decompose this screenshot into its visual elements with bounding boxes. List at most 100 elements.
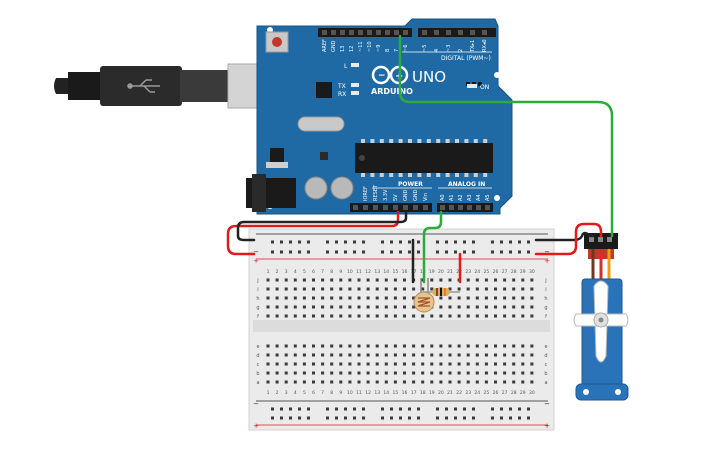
rail-hole [390, 250, 393, 254]
terminal-hole [412, 305, 416, 309]
column-number: 17 [411, 390, 417, 396]
rail-hole [390, 416, 393, 420]
rail-hole [326, 407, 329, 411]
wire-5v-red[interactable] [226, 210, 400, 256]
terminal-hole [448, 371, 452, 375]
terminal-hole [512, 362, 516, 366]
chip-pin [379, 139, 384, 143]
digital-pin-label: ~9 [376, 45, 382, 52]
column-number: 30 [529, 390, 535, 396]
terminal-hole [348, 314, 352, 318]
chip-pin [361, 173, 365, 177]
digital-pin-hole [403, 30, 408, 35]
terminal-hole [384, 380, 388, 384]
terminal-hole [494, 380, 497, 384]
servo-mount-tab [575, 383, 629, 401]
terminal-hole [503, 380, 507, 384]
power-pin-hole [413, 205, 418, 210]
wire-gnd-black[interactable] [236, 210, 408, 242]
row-letter: a [544, 380, 547, 386]
digital-pin-label: 4 [434, 49, 440, 52]
led-on-label: ON [480, 84, 489, 91]
terminal-hole [312, 362, 315, 366]
terminal-hole [430, 344, 434, 348]
terminal-hole [321, 296, 325, 300]
terminal-hole [384, 344, 388, 348]
rail-hole [381, 250, 384, 254]
breadboard[interactable]: 1122334455667788991010111112121313141415… [248, 228, 555, 431]
terminal-hole [330, 362, 334, 366]
chip-pin [417, 139, 422, 143]
led-tx-label: TX [337, 83, 346, 90]
terminal-hole [384, 296, 388, 300]
servo-motor[interactable] [573, 233, 629, 401]
wire-servo-5v-red[interactable] [534, 222, 603, 256]
rail-hole [381, 416, 384, 420]
terminal-hole [512, 371, 516, 375]
photoresistor[interactable] [413, 278, 435, 313]
terminal-hole [266, 380, 270, 384]
rail-hole [307, 240, 310, 244]
rail-hole [390, 407, 393, 411]
ldr-track [417, 297, 431, 307]
terminal-hole [284, 305, 288, 309]
chip-notch [359, 155, 365, 161]
led-l-label: L [344, 63, 348, 70]
usb-cable[interactable] [54, 63, 271, 109]
analog-pin-hole [476, 205, 481, 210]
terminal-hole [348, 380, 352, 384]
reset-button-cap[interactable] [272, 37, 282, 47]
wire-analog-green-a0[interactable] [422, 210, 443, 284]
chip-pin [426, 173, 431, 177]
terminal-hole [321, 287, 325, 291]
terminal-hole [521, 353, 525, 357]
rail-signs: −−++−−++ [253, 248, 550, 430]
terminal-hole [439, 344, 443, 348]
row-letter: i [545, 287, 546, 293]
servo-connector-pins [589, 237, 612, 242]
wire-signal-green-pin9[interactable] [398, 34, 614, 238]
terminal-hole [375, 296, 379, 300]
terminal-hole [430, 353, 434, 357]
servo-horn[interactable] [573, 280, 629, 363]
terminal-hole [275, 305, 279, 309]
terminal-hole [293, 278, 297, 282]
terminal-hole [293, 305, 297, 309]
rail-hole [353, 416, 356, 420]
row-letter: g [544, 305, 547, 311]
terminal-hole [348, 362, 352, 366]
rail-hole [307, 407, 310, 411]
terminal-hole [430, 278, 434, 282]
rail-sign: − [544, 400, 550, 408]
terminal-hole [275, 344, 279, 348]
terminal-hole [348, 305, 352, 309]
row-letter: b [544, 371, 547, 377]
terminal-hole [284, 380, 288, 384]
terminal-hole [348, 296, 352, 300]
analog-pin-label: A1 [449, 194, 455, 201]
terminal-hole [339, 305, 343, 309]
terminal-hole [412, 287, 416, 291]
terminal-hole [266, 287, 270, 291]
terminal-hole [302, 287, 306, 291]
resistor[interactable] [423, 288, 460, 296]
rail-hole [472, 240, 475, 244]
column-number: 8 [330, 269, 333, 275]
column-number: 24 [474, 269, 480, 275]
chip-pin [398, 173, 403, 177]
led-rx-label: RX [338, 91, 346, 98]
terminal-hole [494, 305, 497, 309]
terminal-hole [412, 362, 416, 366]
column-number: 23 [465, 390, 471, 396]
chip-pin [473, 139, 478, 143]
terminal-hole [439, 296, 443, 300]
analog-pin-hole [449, 205, 454, 210]
chip-pin [445, 173, 450, 177]
column-number: 28 [511, 269, 517, 275]
chip-pin [436, 173, 441, 177]
terminal-hole [430, 380, 434, 384]
